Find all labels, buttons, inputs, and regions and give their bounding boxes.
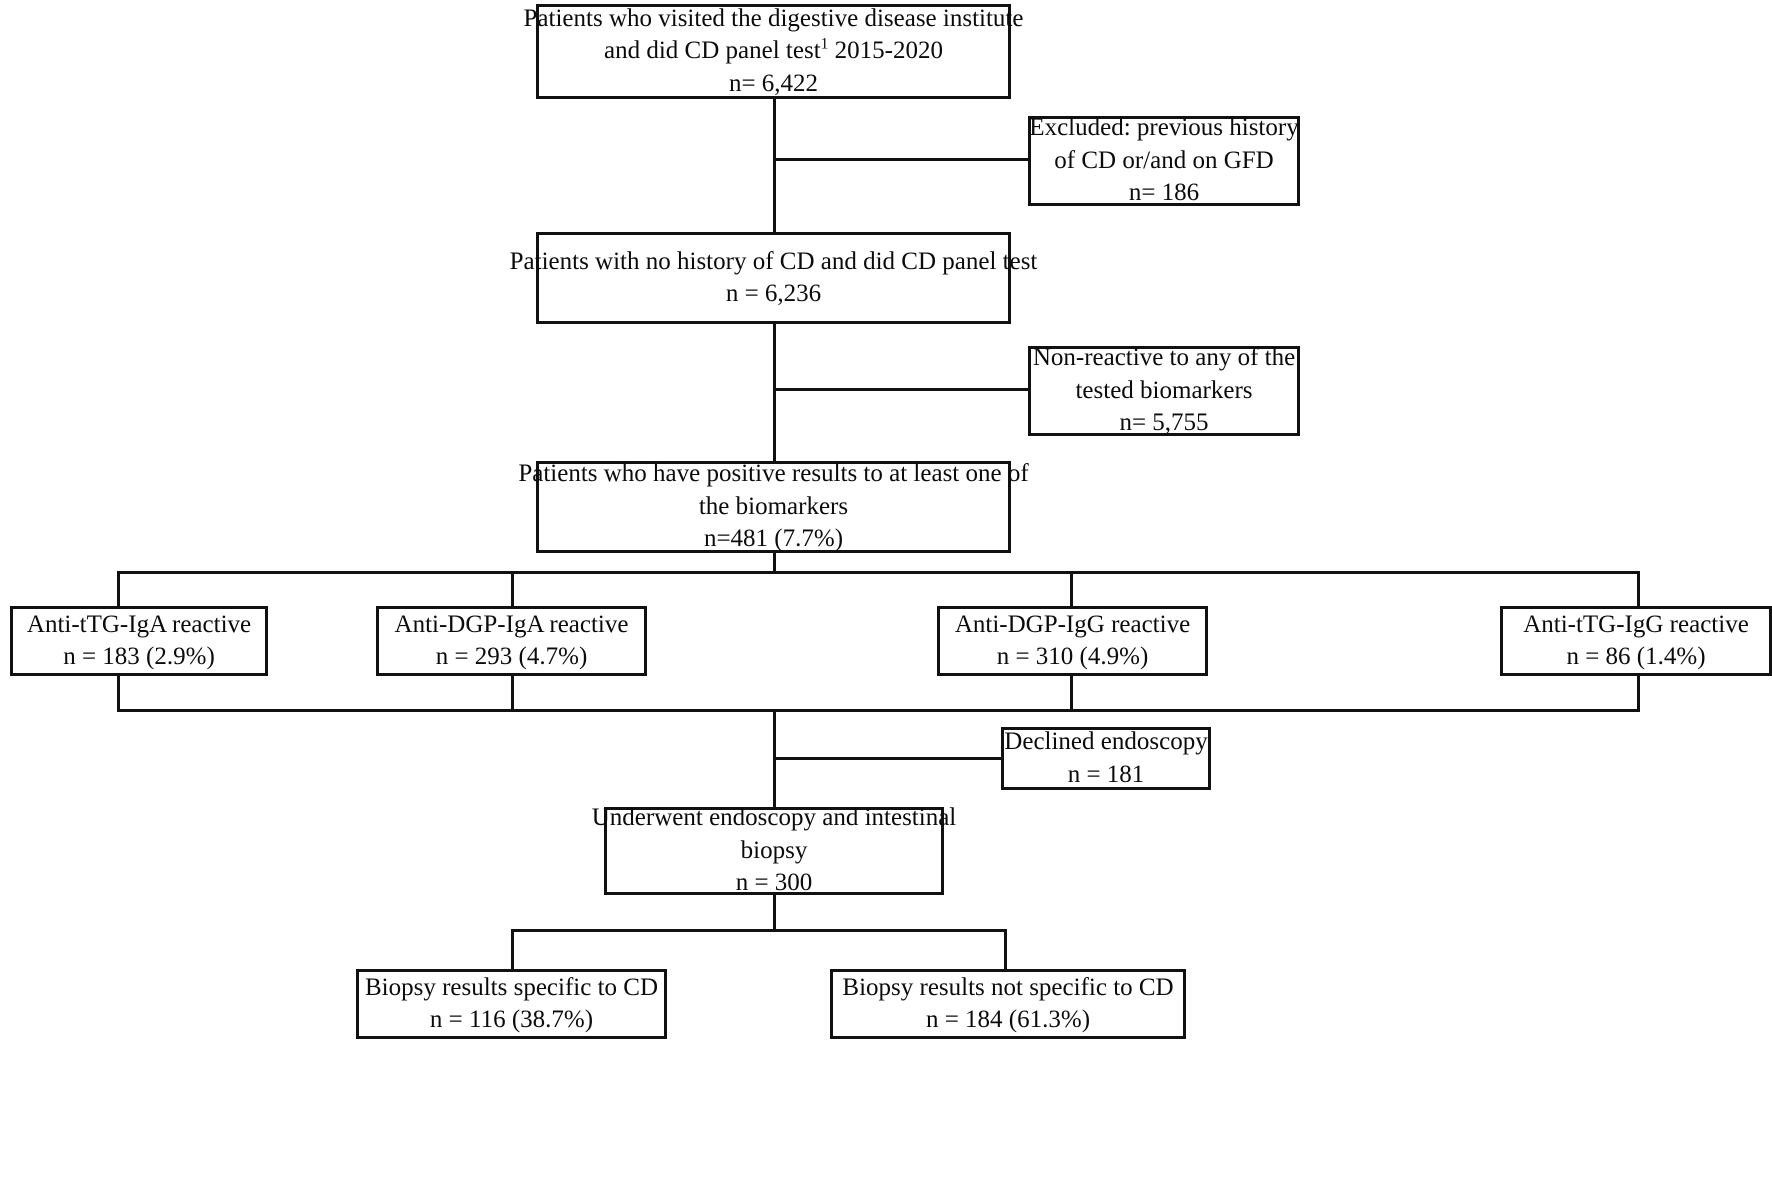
ttg-igg-line-2: n = 86 (1.4%) bbox=[1566, 643, 1706, 670]
no-history-line-1: Patients with no history of CD and did C… bbox=[509, 247, 1038, 275]
connector-bus-to-ttg-igg bbox=[1637, 571, 1640, 607]
no-history-line-2: n = 6,236 bbox=[725, 280, 822, 307]
screened-line-3: n= 6,422 bbox=[728, 69, 819, 97]
ttg-iga-line-1: Anti-tTG-IgA reactive bbox=[26, 610, 252, 638]
connector-endoscopy-to-biopsy-bus bbox=[773, 893, 776, 931]
node-biopsy-not-specific: Biopsy results not specific to CD n = 18… bbox=[830, 969, 1186, 1039]
connector-to-declined-endoscopy bbox=[773, 757, 1001, 760]
positive-line-1: Patients who have positive results to at… bbox=[518, 460, 1029, 488]
connector-screened-to-no-history bbox=[773, 97, 776, 232]
positive-line-2: the biomarkers bbox=[698, 492, 849, 520]
connector-bus-to-dgp-iga bbox=[511, 571, 514, 607]
node-anti-ttg-iga: Anti-tTG-IgA reactive n = 183 (2.9%) bbox=[10, 606, 268, 676]
connector-no-history-to-positive bbox=[773, 323, 776, 465]
biomarker-bus-top bbox=[117, 571, 1637, 574]
connector-positive-to-bus bbox=[773, 551, 776, 573]
ttg-igg-line-1: Anti-tTG-IgG reactive bbox=[1523, 610, 1749, 638]
biopsy-specific-line-2: n = 116 (38.7%) bbox=[429, 1006, 594, 1033]
excluded-line-1: Excluded: previous history bbox=[1029, 114, 1299, 142]
connector-dgp-igg-to-bottom-bus bbox=[1070, 675, 1073, 712]
dgp-igg-line-1: Anti-DGP-IgG reactive bbox=[954, 610, 1191, 638]
dgp-igg-line-2: n = 310 (4.9%) bbox=[996, 643, 1149, 670]
screened-line-2: and did CD panel test1 2015-2020 bbox=[604, 35, 943, 65]
excluded-line-2: of CD or/and on GFD bbox=[1054, 146, 1274, 174]
non-reactive-line-1: Non-reactive to any of the bbox=[1032, 344, 1296, 372]
connector-bus-to-ttg-iga bbox=[117, 571, 120, 607]
biopsy-specific-line-1: Biopsy results specific to CD bbox=[364, 973, 659, 1001]
node-no-history: Patients with no history of CD and did C… bbox=[510, 232, 1037, 324]
biopsy-not-specific-line-2: n = 184 (61.3%) bbox=[925, 1006, 1091, 1033]
ttg-iga-line-2: n = 183 (2.9%) bbox=[63, 643, 215, 670]
node-anti-ttg-igg: Anti-tTG-IgG reactive n = 86 (1.4%) bbox=[1500, 606, 1772, 676]
connector-to-excluded-history bbox=[773, 158, 1028, 161]
connector-dgp-iga-to-bottom-bus bbox=[511, 675, 514, 712]
connector-bus-to-biopsy-specific bbox=[511, 929, 514, 971]
connector-bus-to-dgp-igg bbox=[1070, 571, 1073, 607]
underwent-line-3: n = 300 bbox=[735, 869, 813, 897]
underwent-line-2: biopsy bbox=[740, 836, 808, 864]
node-anti-dgp-iga: Anti-DGP-IgA reactive n = 293 (4.7%) bbox=[376, 606, 647, 676]
node-underwent-endoscopy: Underwent endoscopy and intestinal biops… bbox=[592, 804, 957, 896]
non-reactive-line-3: n= 5,755 bbox=[1119, 409, 1209, 437]
positive-line-3: n=481 (7.7%) bbox=[703, 525, 844, 553]
connector-to-non-reactive bbox=[773, 388, 1028, 391]
biomarker-bus-bottom bbox=[117, 709, 1637, 712]
biopsy-not-specific-line-1: Biopsy results not specific to CD bbox=[842, 973, 1174, 1001]
screened-line-1: Patients who visited the digestive disea… bbox=[523, 4, 1024, 32]
footnote-marker: 1 bbox=[820, 35, 829, 53]
non-reactive-line-2: tested biomarkers bbox=[1075, 376, 1253, 404]
connector-bus-to-biopsy-not-specific bbox=[1004, 929, 1007, 971]
node-declined-endoscopy: Declined endoscopy n = 181 bbox=[1001, 727, 1211, 790]
node-screened-patients: Patients who visited the digestive disea… bbox=[524, 4, 1023, 99]
dgp-iga-line-1: Anti-DGP-IgA reactive bbox=[394, 610, 629, 638]
declined-line-2: n = 181 bbox=[1067, 760, 1145, 788]
underwent-line-1: Underwent endoscopy and intestinal bbox=[591, 804, 957, 832]
dgp-iga-line-2: n = 293 (4.7%) bbox=[435, 643, 588, 670]
biopsy-bus bbox=[511, 929, 1007, 932]
node-anti-dgp-igg: Anti-DGP-IgG reactive n = 310 (4.9%) bbox=[937, 606, 1208, 676]
node-positive-any-biomarker: Patients who have positive results to at… bbox=[518, 460, 1029, 553]
connector-ttg-iga-to-bottom-bus bbox=[117, 675, 120, 712]
declined-line-1: Declined endoscopy bbox=[1004, 728, 1208, 755]
node-excluded-history: Excluded: previous history of CD or/and … bbox=[1028, 114, 1300, 206]
node-biopsy-specific: Biopsy results specific to CD n = 116 (3… bbox=[356, 969, 667, 1039]
node-non-reactive: Non-reactive to any of the tested biomar… bbox=[1028, 344, 1300, 436]
connector-ttg-igg-to-bottom-bus bbox=[1637, 675, 1640, 712]
excluded-line-3: n= 186 bbox=[1128, 179, 1200, 207]
